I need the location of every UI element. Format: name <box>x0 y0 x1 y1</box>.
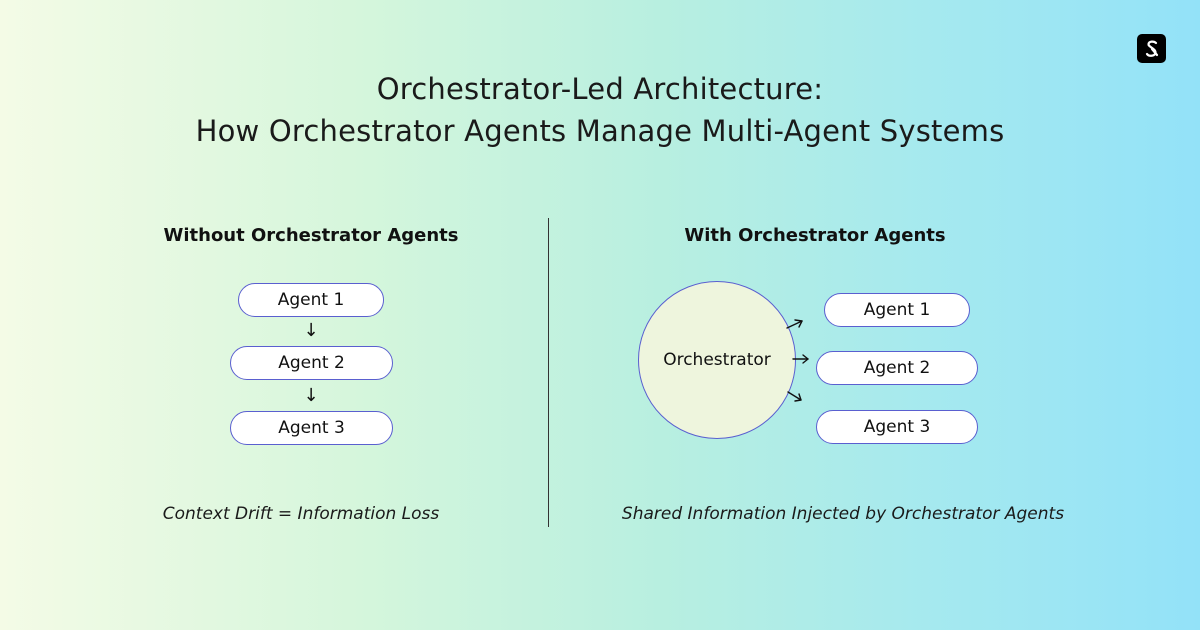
left-caption: Context Drift = Information Loss <box>162 504 440 524</box>
left-agent-1: Agent 1 <box>238 283 384 317</box>
left-agent-2: Agent 2 <box>230 346 393 380</box>
orchestrator-label: Orchestrator <box>663 350 771 370</box>
title-line-1: Orchestrator-Led Architecture: <box>376 72 824 106</box>
brand-logo-icon <box>1137 34 1166 63</box>
title-line-2: How Orchestrator Agents Manage Multi-Age… <box>195 114 1005 148</box>
orchestrator-node: Orchestrator <box>638 281 796 439</box>
right-agent-3: Agent 3 <box>816 410 978 444</box>
down-arrow-icon: ↓ <box>303 320 319 341</box>
page-title: Orchestrator-Led Architecture: How Orche… <box>0 68 1200 152</box>
divider <box>548 218 549 527</box>
right-agent-2: Agent 2 <box>816 351 978 385</box>
down-arrow-icon: ↓ <box>303 385 319 406</box>
left-heading: Without Orchestrator Agents <box>163 225 459 246</box>
right-caption: Shared Information Injected by Orchestra… <box>621 504 1065 524</box>
arrow-to-agent-1-icon <box>786 319 803 329</box>
right-agent-1: Agent 1 <box>824 293 970 327</box>
arrow-to-agent-3-icon <box>787 391 802 402</box>
left-agent-3: Agent 3 <box>230 411 393 445</box>
right-heading: With Orchestrator Agents <box>684 225 946 246</box>
arrow-to-agent-2-icon <box>792 354 809 364</box>
